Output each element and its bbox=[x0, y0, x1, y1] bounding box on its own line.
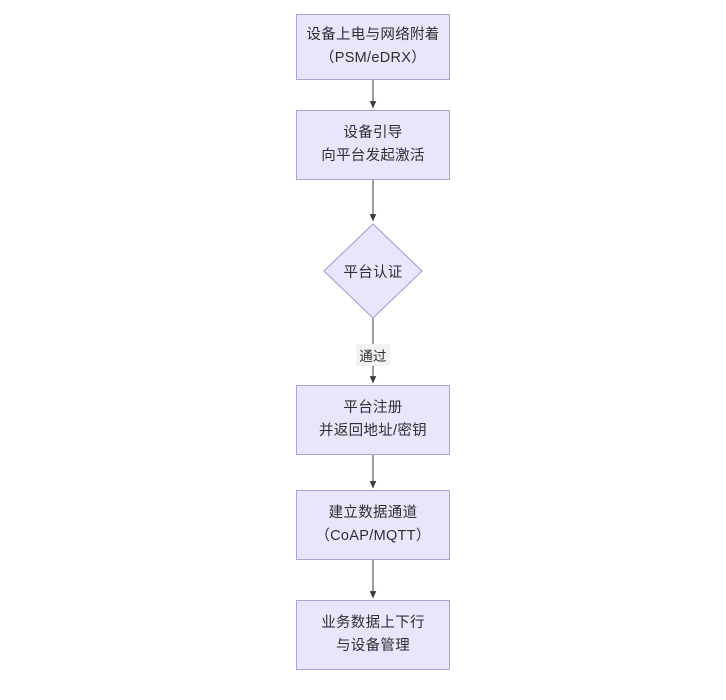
flow-node-line: 设备上电与网络附着 bbox=[306, 26, 440, 43]
flow-node-line: 平台认证 bbox=[343, 264, 403, 281]
flow-node-line: 平台注册 bbox=[343, 399, 403, 416]
flow-node-line: 业务数据上下行 bbox=[321, 614, 425, 631]
flow-node-line: 设备引导 bbox=[343, 124, 403, 141]
flow-node-device-power-on[interactable]: 设备上电与网络附着 （PSM/eDRX） bbox=[296, 14, 450, 80]
flow-node-device-bootstrap[interactable]: 设备引导 向平台发起激活 bbox=[296, 110, 450, 180]
flow-node-business-data[interactable]: 业务数据上下行 与设备管理 bbox=[296, 600, 450, 670]
flow-node-line: 建立数据通道 bbox=[328, 504, 418, 521]
flow-node-line: （PSM/eDRX） bbox=[319, 50, 427, 66]
edge-label-pass: 通过 bbox=[356, 344, 390, 366]
flow-node-line: 并返回地址/密钥 bbox=[319, 423, 427, 439]
flow-node-line: 与设备管理 bbox=[336, 638, 410, 654]
flow-node-line: （CoAP/MQTT） bbox=[315, 528, 431, 544]
diamond-shape bbox=[323, 223, 423, 319]
flow-node-line: 向平台发起激活 bbox=[321, 148, 425, 164]
flow-node-platform-auth-decision[interactable]: 平台认证 bbox=[323, 223, 423, 319]
flow-node-platform-register[interactable]: 平台注册 并返回地址/密钥 bbox=[296, 385, 450, 455]
flow-node-data-channel[interactable]: 建立数据通道 （CoAP/MQTT） bbox=[296, 490, 450, 560]
